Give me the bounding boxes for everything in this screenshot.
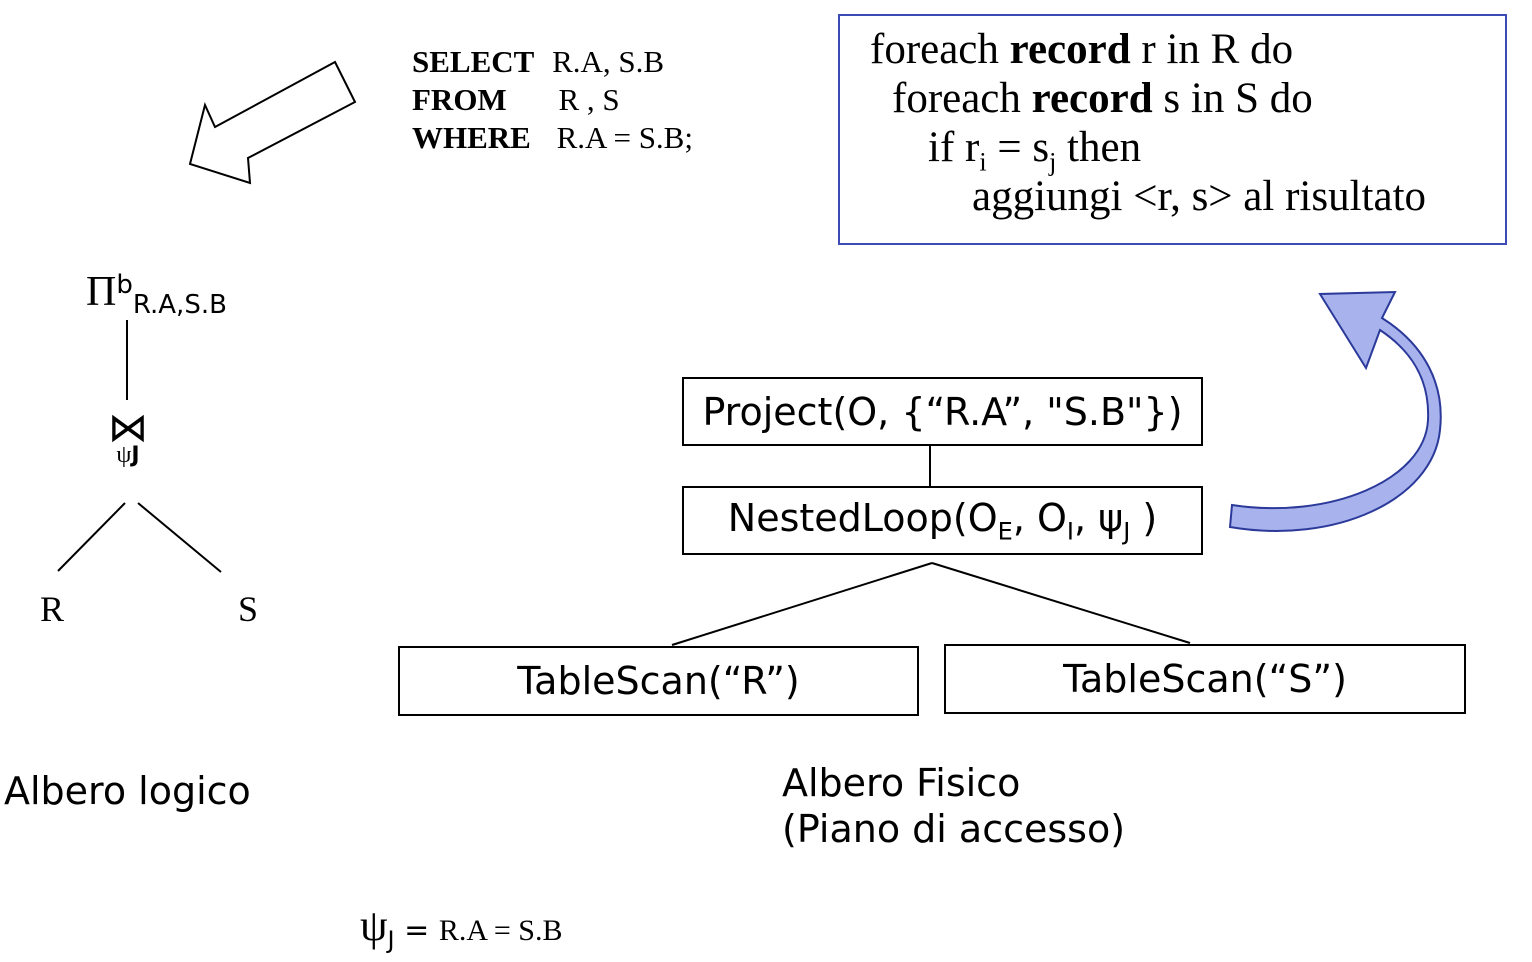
footnote-sub: J — [387, 925, 395, 954]
physical-edge-nested-scanr — [671, 562, 933, 646]
pseudo-text: s in S do — [1152, 75, 1313, 122]
footnote-expr: R.A = S.B — [438, 914, 563, 947]
logical-tree-caption: Albero logico — [4, 769, 251, 813]
pseudocode-line-1: foreach record r in R do — [870, 26, 1293, 74]
sql-where-condition: R.A = S.B; — [556, 120, 693, 155]
physical-tree-caption: Albero Fisico (Piano di accesso) — [782, 760, 1125, 852]
join-condition: ψJ — [104, 442, 152, 468]
logical-join: ⋈ ψJ — [104, 408, 152, 467]
nl-text: NestedLoop(O — [727, 495, 998, 540]
node-tablescan-s-label: TableScan(“S”) — [1063, 657, 1347, 701]
physical-edge-nested-scans — [931, 562, 1191, 644]
sql-line-where: WHERE R.A = S.B; — [412, 119, 693, 157]
sql-line-from: FROM R , S — [412, 81, 693, 119]
nl-text: , ψ — [1073, 495, 1124, 540]
logical-leaf-r: R — [40, 589, 65, 629]
pseudo-keyword-record: record — [1009, 26, 1131, 73]
pseudo-text: foreach — [892, 75, 1032, 122]
nl-text: ) — [1130, 495, 1158, 540]
nl-text: , O — [1012, 495, 1067, 540]
pseudo-text: foreach — [870, 26, 1010, 73]
pseudo-subscript: j — [1049, 147, 1057, 177]
logical-edge-join-r — [57, 502, 126, 572]
nl-sub-j: J — [1123, 517, 1131, 546]
psi-symbol: ψ — [116, 442, 132, 468]
node-tablescan-r-label: TableScan(“R”) — [517, 659, 800, 703]
physical-caption-line-1: Albero Fisico — [782, 761, 1021, 805]
node-nestedloop-label: NestedLoop(OE, OI, ψJ ) — [728, 496, 1157, 546]
projection-sup: b — [116, 269, 133, 300]
node-nestedloop: NestedLoop(OE, OI, ψJ ) — [682, 486, 1203, 555]
pseudo-subscript: i — [979, 147, 987, 177]
pseudo-text: r in R do — [1130, 26, 1294, 73]
sql-select-list: R.A, S.B — [552, 44, 665, 79]
footnote-join-condition: ψJ = R.A = S.B — [360, 900, 562, 954]
curved-arrow-icon — [1228, 290, 1442, 532]
pseudo-text: then — [1056, 124, 1142, 171]
projection-symbol: Π — [86, 269, 117, 315]
pseudocode-box: foreach record r in R do foreach record … — [838, 14, 1507, 245]
projection-sub: R.A,S.B — [132, 290, 227, 321]
sql-query: SELECT R.A, S.B FROM R , S WHERE R.A = S… — [412, 43, 693, 157]
logical-leaf-s: S — [238, 589, 259, 629]
nl-sub-e: E — [997, 517, 1013, 546]
sql-keyword-select: SELECT — [412, 44, 535, 79]
logical-edge-join-s — [137, 502, 222, 573]
pseudo-text: = s — [986, 124, 1050, 171]
pseudo-text: if r — [928, 124, 980, 171]
node-tablescan-r: TableScan(“R”) — [398, 646, 919, 716]
nl-sub-i: I — [1066, 517, 1074, 546]
sql-keyword-from: FROM — [412, 82, 507, 117]
sql-keyword-where: WHERE — [412, 120, 531, 155]
footnote-psi: ψ — [360, 901, 388, 950]
hollow-arrow-icon — [188, 60, 357, 185]
sql-line-select: SELECT R.A, S.B — [412, 43, 693, 81]
node-tablescan-s: TableScan(“S”) — [944, 644, 1466, 714]
pseudo-keyword-record: record — [1031, 75, 1153, 122]
physical-caption-line-2: (Piano di accesso) — [782, 807, 1126, 851]
footnote-equals: = — [394, 913, 439, 948]
pseudocode-line-3: if ri = sj then — [928, 124, 1141, 187]
pseudocode-line-2: foreach record s in S do — [892, 75, 1313, 123]
node-project-label: Project(O, {“R.A”, "S.B"}) — [702, 389, 1183, 434]
join-condition-sub: J — [131, 443, 140, 468]
pseudocode-line-4: aggiungi <r, s> al risultato — [972, 173, 1427, 220]
node-project: Project(O, {“R.A”, "S.B"}) — [682, 377, 1203, 446]
logical-projection: ΠbR.A,S.B — [86, 268, 227, 320]
sql-from-list: R , S — [558, 82, 620, 117]
join-icon: ⋈ — [108, 405, 148, 451]
